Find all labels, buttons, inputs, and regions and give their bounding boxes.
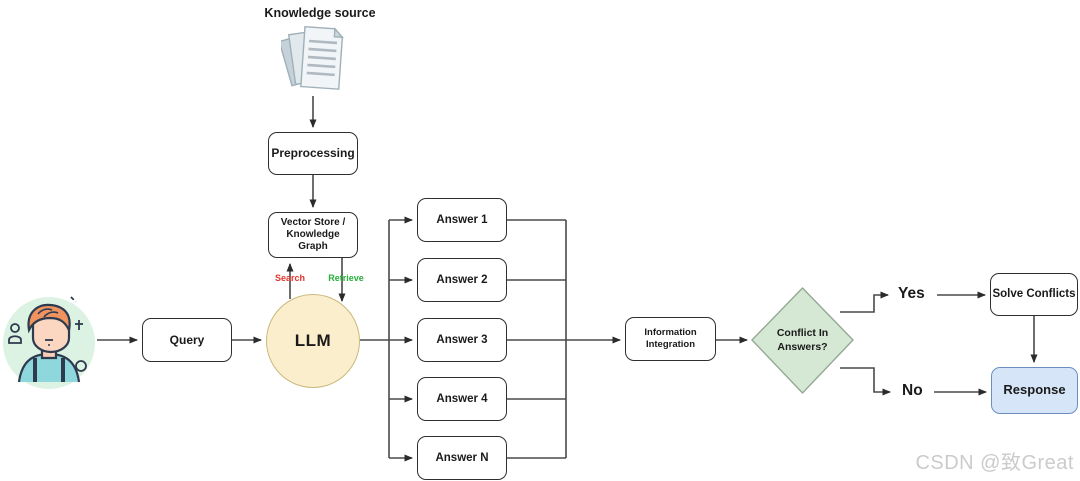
node-answer-n: Answer N	[417, 436, 507, 480]
edge-decision-to-yes	[840, 291, 889, 313]
node-information-integration: Information Integration	[625, 317, 716, 361]
edge-label-no: No	[902, 382, 923, 399]
node-llm: LLM	[266, 294, 360, 388]
knowledge-source-label: Knowledge source	[264, 6, 376, 20]
edge-label-retrieve: Retrieve	[328, 273, 364, 283]
user-avatar-illustration	[2, 291, 97, 396]
node-query: Query	[142, 318, 232, 362]
edge-label-search: Search	[274, 273, 306, 283]
conflict-decision-label: Conflict In Answers?	[776, 326, 829, 353]
node-answer-1: Answer 1	[417, 198, 507, 242]
edge-label-yes: Yes	[898, 285, 925, 302]
node-answer-4: Answer 4	[417, 377, 507, 421]
node-solve-conflicts: Solve Conflicts	[990, 273, 1078, 316]
csdn-watermark: CSDN @致Great	[915, 452, 1074, 474]
node-response: Response	[991, 367, 1078, 414]
node-vector-store: Vector Store / Knowledge Graph	[268, 212, 358, 258]
node-preprocessing: Preprocessing	[268, 132, 358, 175]
edge-decision-to-no	[840, 367, 891, 396]
node-answer-2: Answer 2	[417, 258, 507, 302]
documents-stack-icon	[278, 22, 347, 101]
conflict-decision-diamond	[751, 286, 854, 395]
node-answer-3: Answer 3	[417, 318, 507, 362]
